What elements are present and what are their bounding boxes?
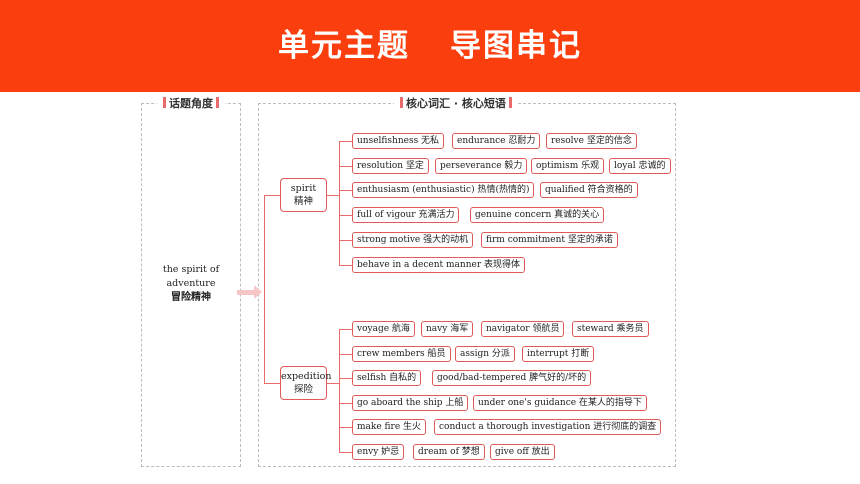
- vocab-chip[interactable]: good/bad-tempered 脾气好的/坏的: [432, 370, 592, 386]
- heading-bar-icon: [216, 97, 219, 108]
- title-unit-theme: 单元主题: [278, 28, 410, 64]
- arrow-head-icon: [254, 285, 262, 299]
- vocab-chip[interactable]: unselfishness 无私: [352, 133, 445, 149]
- category-spirit-zh: 精神: [293, 196, 313, 207]
- heading-bar-icon: [163, 97, 166, 108]
- category-expedition: expedition 探险: [280, 366, 332, 400]
- vocab-chip[interactable]: give off 放出: [490, 444, 555, 460]
- vocab-chip[interactable]: qualified 符合资格的: [540, 182, 638, 198]
- theme-text: the spirit of adventure 冒险精神: [141, 263, 241, 305]
- heading-bar-icon: [400, 97, 403, 108]
- expedition-bracket: [339, 329, 340, 452]
- core-vocab-heading-text: 核心词汇 · 核心短语: [406, 97, 506, 110]
- category-spirit: spirit 精神: [280, 178, 327, 212]
- vocab-chip[interactable]: assign 分派: [455, 346, 515, 362]
- theme-en-line1: the spirit of: [162, 264, 220, 275]
- vocab-chip[interactable]: perseverance 毅力: [435, 158, 528, 174]
- vocab-chip[interactable]: crew members 船员: [352, 346, 451, 362]
- vocab-chip[interactable]: navigator 领航员: [481, 321, 565, 337]
- core-vocab-heading: 核心词汇 · 核心短语: [394, 96, 518, 112]
- vocab-chip[interactable]: interrupt 打断: [522, 346, 595, 362]
- trunk-line: [264, 195, 265, 383]
- vocab-chip[interactable]: loyal 忠诚的: [609, 158, 671, 174]
- vocab-chip[interactable]: dream of 梦想: [413, 444, 485, 460]
- vocab-chip[interactable]: strong motive 强大的动机: [352, 232, 474, 248]
- vocab-chip[interactable]: make fire 生火: [352, 419, 427, 435]
- vocab-chip[interactable]: behave in a decent manner 表现得体: [352, 257, 525, 273]
- vocab-chip[interactable]: optimism 乐观: [531, 158, 605, 174]
- expedition-connector: [327, 383, 339, 384]
- trunk-to-expedition: [264, 383, 280, 384]
- title-mindmap: 导图串记: [450, 28, 582, 64]
- vocab-chip[interactable]: navy 海军: [421, 321, 474, 337]
- vocab-chip[interactable]: steward 乘务员: [572, 321, 649, 337]
- vocab-chip[interactable]: enthusiasm (enthusiastic) 热情(热情的): [352, 182, 535, 198]
- vocab-chip[interactable]: full of vigour 充满活力: [352, 207, 460, 223]
- title-banner: [0, 0, 860, 92]
- heading-bar-icon: [508, 97, 512, 108]
- spirit-bracket: [339, 141, 340, 265]
- trunk-to-spirit: [264, 195, 280, 196]
- vocab-chip[interactable]: voyage 航海: [352, 321, 415, 337]
- category-expedition-en: expedition: [281, 371, 332, 382]
- arrow-right-icon: [237, 290, 255, 295]
- page-title: 单元主题 导图串记: [0, 0, 860, 92]
- vocab-chip[interactable]: go aboard the ship 上船: [352, 395, 469, 411]
- vocab-chip[interactable]: resolution 坚定: [352, 158, 429, 174]
- category-expedition-zh: 探险: [293, 384, 313, 395]
- topic-angle-heading-text: 话题角度: [169, 97, 213, 110]
- theme-zh: 冒险精神: [171, 292, 211, 303]
- vocab-chip[interactable]: envy 妒忌: [352, 444, 405, 460]
- vocab-chip[interactable]: genuine concern 真诚的关心: [470, 207, 605, 223]
- vocab-chip[interactable]: endurance 忍耐力: [452, 133, 541, 149]
- vocab-chip[interactable]: resolve 坚定的信念: [546, 133, 637, 149]
- spirit-connector: [327, 195, 339, 196]
- vocab-chip[interactable]: selfish 自私的: [352, 370, 422, 386]
- theme-en-line2: adventure: [166, 278, 216, 289]
- vocab-chip[interactable]: conduct a thorough investigation 进行彻底的调查: [434, 419, 662, 435]
- category-spirit-en: spirit: [290, 183, 317, 194]
- topic-angle-heading: 话题角度: [157, 96, 225, 112]
- vocab-chip[interactable]: under one's guidance 在某人的指导下: [473, 395, 647, 411]
- vocab-chip[interactable]: firm commitment 坚定的承诺: [481, 232, 618, 248]
